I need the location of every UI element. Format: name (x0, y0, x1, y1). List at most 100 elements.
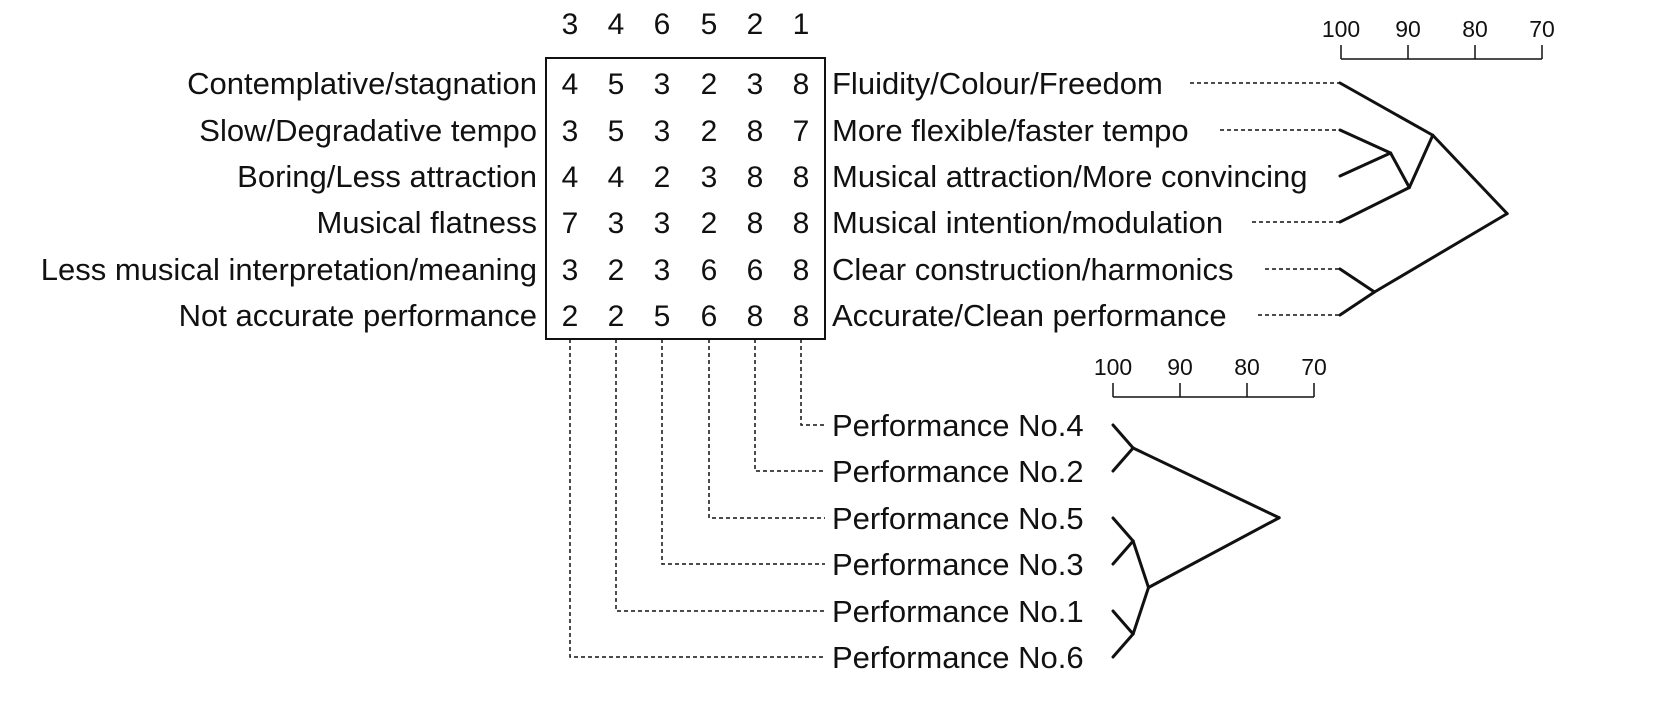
left-construct-label: Contemplative/stagnation (187, 66, 537, 101)
scale-tick-label: 70 (1529, 16, 1555, 42)
element-label: Performance No.5 (832, 501, 1084, 536)
grid-cell-value: 8 (747, 161, 764, 194)
element-connector (708, 339, 825, 519)
dendrogram-branch (1338, 267, 1376, 294)
column-header: 3 (562, 8, 579, 41)
grid-cell-value: 2 (654, 161, 671, 194)
grid-cell-value: 2 (701, 68, 718, 101)
element-label: Performance No.1 (832, 594, 1084, 629)
grid-cell-value: 7 (793, 115, 810, 148)
element-label: Performance No.6 (832, 640, 1084, 675)
construct-dendrogram (1338, 81, 1509, 317)
right-construct-label: Musical intention/modulation (832, 205, 1223, 240)
scale-tick-label: 80 (1234, 354, 1260, 380)
grid-cell-value: 3 (654, 254, 671, 287)
dendrogram-branch (1111, 446, 1135, 473)
grid-cell-value: 3 (654, 207, 671, 240)
dendrogram-branch (1131, 586, 1151, 636)
grid-cell-value: 7 (562, 207, 579, 240)
scale-tick-label: 90 (1167, 354, 1193, 380)
element-connector (661, 339, 825, 565)
dendrogram-branch (1338, 290, 1376, 317)
element-label: Performance No.3 (832, 547, 1084, 582)
dendrogram-branch (1338, 186, 1411, 224)
left-construct-label: Boring/Less attraction (237, 159, 537, 194)
grid-cell-value: 6 (701, 300, 718, 333)
element-label: Performance No.4 (832, 408, 1084, 443)
grid-cell-value: 6 (701, 254, 718, 287)
right-construct-label: Musical attraction/More convincing (832, 159, 1308, 194)
grid-cell-value: 3 (654, 68, 671, 101)
element-dendrogram (1111, 423, 1281, 659)
element-label: Performance No.2 (832, 454, 1084, 489)
construct-similarity-scale: 100 90 80 70 (1322, 16, 1555, 60)
grid-cell-value: 4 (562, 161, 579, 194)
dendrogram-branch (1111, 609, 1135, 636)
grid-cell-value: 8 (793, 161, 810, 194)
column-header: 5 (701, 8, 718, 41)
grid-cell-value: 5 (608, 115, 625, 148)
grid-cell-value: 2 (562, 300, 579, 333)
grid-cell-value: 6 (747, 254, 764, 287)
grid-cell-value: 4 (562, 68, 579, 101)
left-construct-labels: Contemplative/stagnationSlow/Degradative… (41, 66, 537, 333)
dendrogram-branch (1338, 81, 1435, 137)
grid-cell-value: 2 (701, 115, 718, 148)
right-construct-label: Clear construction/harmonics (832, 252, 1233, 287)
column-header: 2 (747, 8, 764, 41)
element-similarity-scale: 100 90 80 70 (1094, 354, 1327, 398)
dendrogram-branch (1131, 446, 1281, 520)
grid-cell-value: 3 (701, 161, 718, 194)
grid-cell-value: 3 (562, 115, 579, 148)
scale-tick-label: 100 (1094, 354, 1132, 380)
grid-cell-value: 8 (793, 68, 810, 101)
element-connector (754, 339, 825, 472)
dendrogram-branch (1111, 632, 1135, 659)
right-construct-label: More flexible/faster tempo (832, 113, 1189, 148)
grid-cell-value: 8 (747, 115, 764, 148)
scale-tick-label: 90 (1395, 16, 1421, 42)
right-construct-label: Accurate/Clean performance (832, 298, 1227, 333)
dendrogram-branch (1338, 151, 1393, 178)
grid-cell-value: 5 (654, 300, 671, 333)
dendrogram-branch (1111, 516, 1135, 543)
dendrogram-branch (1147, 516, 1281, 589)
scale-tick-label: 100 (1322, 16, 1360, 42)
grid-cell-value: 3 (562, 254, 579, 287)
grid-cell-value: 2 (608, 254, 625, 287)
grid-cell-value: 2 (608, 300, 625, 333)
left-construct-label: Musical flatness (316, 205, 537, 240)
grid-cell-value: 8 (793, 254, 810, 287)
grid-cell-value: 3 (608, 207, 625, 240)
scale-tick-label: 70 (1301, 354, 1327, 380)
left-construct-label: Not accurate performance (179, 298, 537, 333)
dendrogram-branch (1111, 423, 1135, 450)
element-connector (800, 339, 825, 426)
grid-cell-value: 3 (654, 115, 671, 148)
column-header: 6 (654, 8, 671, 41)
grid-cell-value: 8 (793, 207, 810, 240)
dendrogram-branch (1373, 212, 1509, 294)
scale-tick-label: 80 (1462, 16, 1488, 42)
dendrogram-branch (1407, 133, 1435, 189)
dendrogram-branch (1389, 151, 1411, 189)
left-construct-label: Slow/Degradative tempo (199, 113, 537, 148)
grid-cell-value: 8 (747, 207, 764, 240)
grid-cell-value: 3 (747, 68, 764, 101)
grid-cell-value: 4 (608, 161, 625, 194)
dendrogram-branch (1131, 539, 1151, 589)
column-header: 4 (608, 8, 625, 41)
right-construct-label: Fluidity/Colour/Freedom (832, 66, 1163, 101)
grid-cell-value: 8 (793, 300, 810, 333)
column-header: 1 (793, 8, 810, 41)
grid-cell-value: 5 (608, 68, 625, 101)
dendrogram-branch (1111, 539, 1135, 566)
dendrogram-branch (1338, 128, 1393, 155)
grid-box (545, 57, 826, 340)
element-connector (569, 339, 825, 658)
